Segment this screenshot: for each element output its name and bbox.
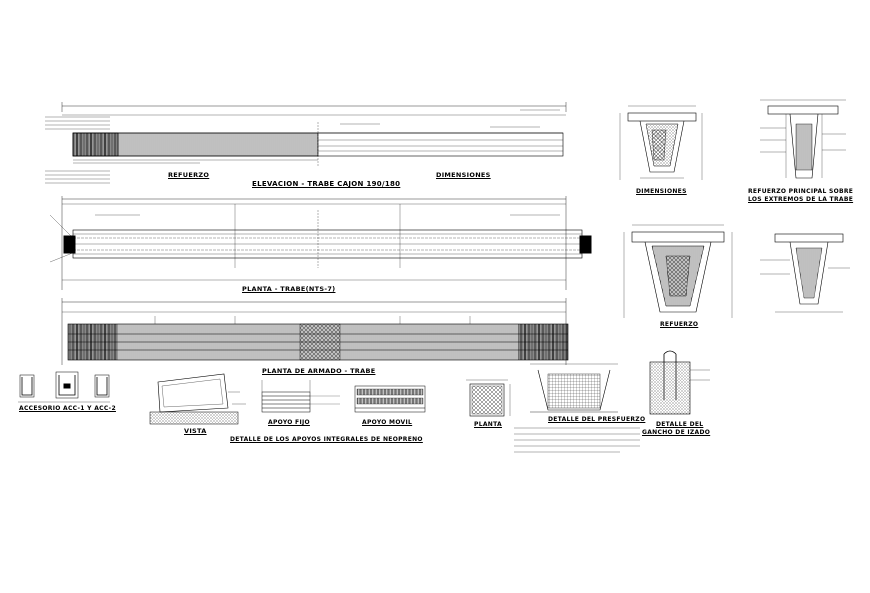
presfuerzo-detail [530,363,618,413]
armado-title: PLANTA DE ARMADO - TRABE [262,367,376,375]
accesorio-detail [18,371,110,403]
apoyo-movil-label: APOYO MOVIL [362,419,413,426]
plan-view [49,196,592,290]
accesorio-label: ACCESORIO ACC-1 Y ACC-2 [19,405,116,412]
presfuerzo-label: DETALLE DEL PRESFUERZO [548,416,646,423]
vista-detail [149,373,246,425]
refuerzo-elevation-label: REFUERZO [168,171,210,179]
planta-small-detail [466,379,511,417]
refuerzo-principal-section [760,99,846,179]
dimensiones-section-label: DIMENSIONES [636,188,687,195]
refuerzo-section [623,224,733,318]
notes-block [514,427,640,453]
refuerzo-principal-label-1: REFUERZO PRINCIPAL SOBRE [748,188,854,195]
plan-title: PLANTA - TRABE(NTS-7) [242,285,336,293]
refuerzo-principal-label-2: LOS EXTREMOS DE LA TRABE [748,196,854,203]
vista-label: VISTA [184,427,207,435]
gancho-label-1: DETALLE DEL [656,421,704,428]
dimensiones-elevation-label: DIMENSIONES [436,171,491,179]
apoyo-detail [261,380,426,413]
refuerzo-section-label: REFUERZO [660,321,699,328]
gancho-label-2: GANCHO DE IZADO [642,429,711,436]
refuerzo-ends-section [760,233,850,313]
apoyo-fijo-label: APOYO FIJO [268,419,310,426]
planta-label: PLANTA [474,421,502,428]
armado-view [61,298,569,365]
elevation-view [45,102,567,184]
elevation-title: ELEVACION - TRABE CAJON 190/180 [252,180,401,188]
dimensiones-section [619,105,703,180]
gancho-detail [649,350,710,415]
neopreno-label: DETALLE DE LOS APOYOS INTEGRALES DE NEOP… [230,436,423,443]
